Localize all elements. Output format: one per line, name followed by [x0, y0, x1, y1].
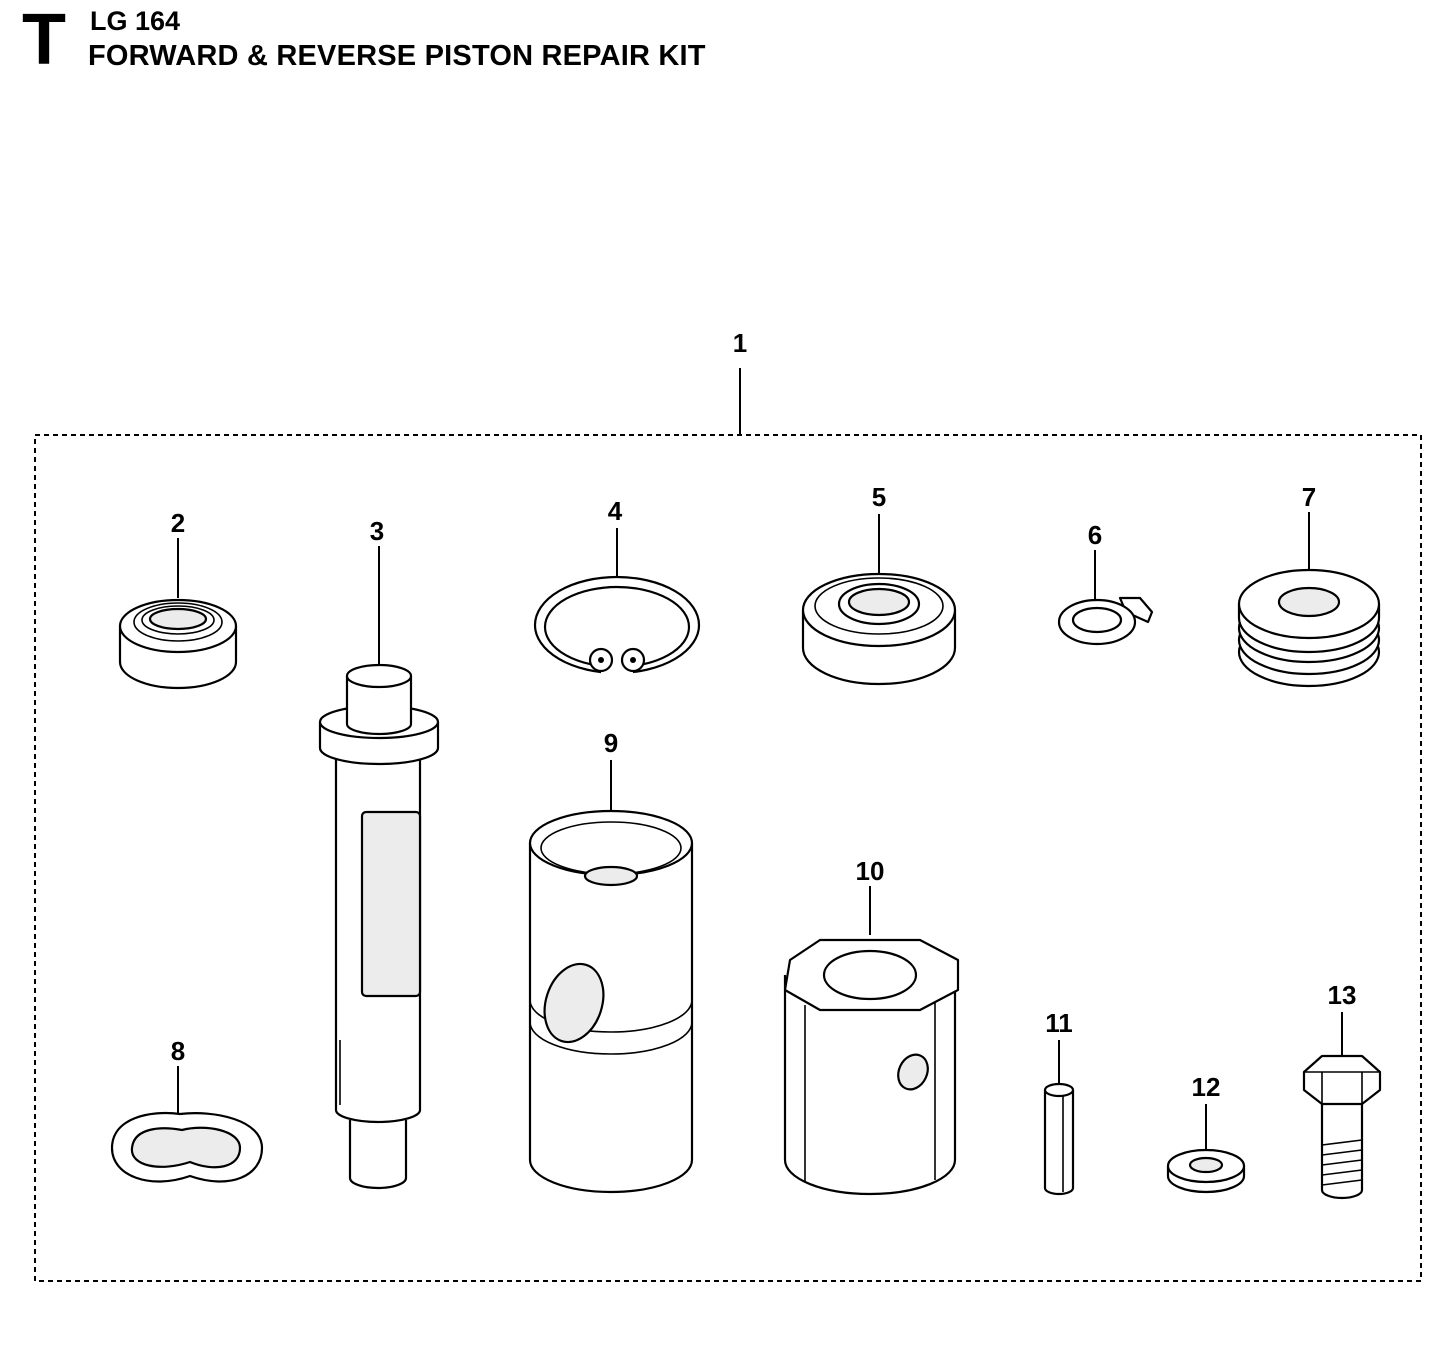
- callout-10: 10: [856, 856, 885, 886]
- part-5-seal: 5: [801, 482, 957, 686]
- callout-7: 7: [1302, 482, 1316, 512]
- part-6-lock-washer: 6: [1057, 520, 1154, 646]
- callout-6: 6: [1088, 520, 1102, 550]
- part-2-bearing: 2: [118, 508, 238, 690]
- part-3-shaft: 3: [318, 516, 440, 1190]
- callout-8: 8: [171, 1036, 185, 1066]
- callout-3: 3: [370, 516, 384, 546]
- callout-9: 9: [604, 728, 618, 758]
- section-letter: T: [22, 0, 66, 80]
- callout-12: 12: [1192, 1072, 1221, 1102]
- part-11-roll-pin: 11: [1043, 1008, 1075, 1196]
- model-number: LG 164: [90, 6, 181, 36]
- kit-boundary: [34, 434, 1422, 1282]
- part-7-washer-stack: 7: [1237, 482, 1381, 688]
- callout-4: 4: [608, 496, 623, 526]
- part-4-circlip: 4: [533, 496, 701, 679]
- part-13-hex-bolt: 13: [1302, 980, 1382, 1200]
- callout-1: 1: [733, 328, 747, 358]
- callout-5: 5: [872, 482, 886, 512]
- callout-11: 11: [1045, 1008, 1073, 1038]
- callout-13: 13: [1328, 980, 1357, 1010]
- diagram-title: FORWARD & REVERSE PISTON REPAIR KIT: [88, 40, 706, 72]
- callout-2: 2: [171, 508, 185, 538]
- part-9-piston: 9: [528, 728, 694, 1194]
- part-8-wave-spring: 8: [110, 1036, 264, 1183]
- part-10-hex-body: 10: [783, 856, 960, 1196]
- part-12-flat-washer: 12: [1166, 1072, 1246, 1194]
